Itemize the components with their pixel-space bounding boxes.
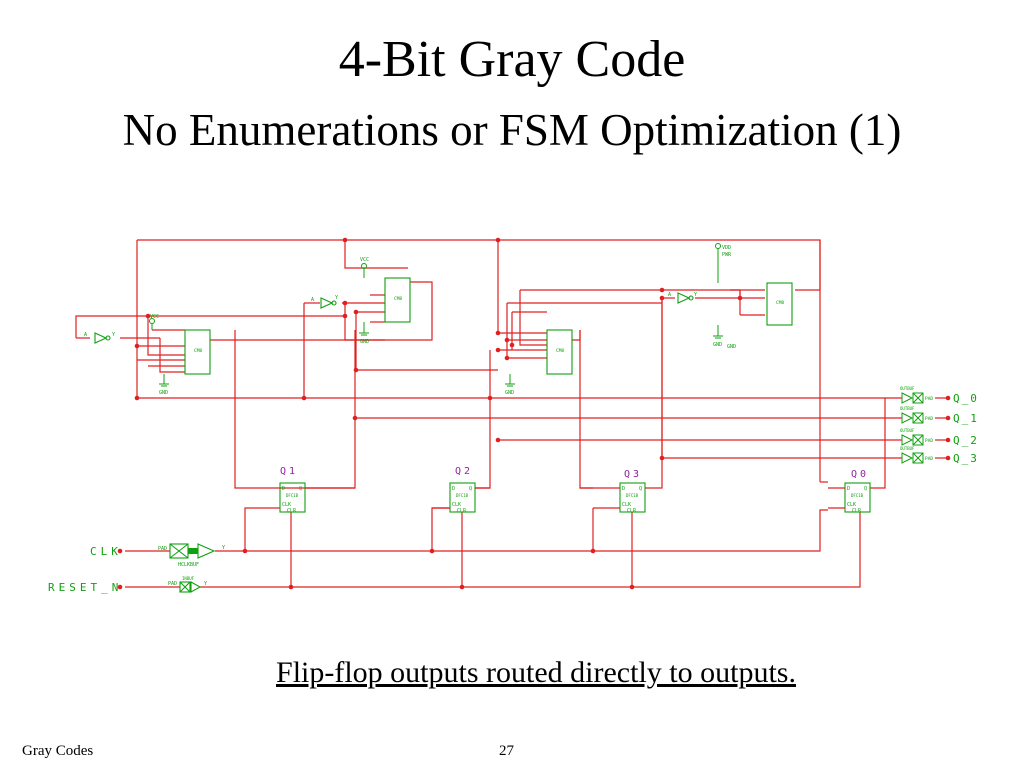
- gnd-label: GND: [713, 342, 722, 348]
- vcc-label: VCC: [150, 314, 159, 320]
- ff-clr-pin: CLR: [457, 508, 467, 514]
- gnd-label: GND: [159, 390, 168, 396]
- outbuf-label: OUTBUF: [900, 386, 915, 391]
- inverter-3: A Y: [668, 292, 697, 304]
- ff-clr-pin: CLR: [852, 508, 862, 514]
- gnd-label-2: GND: [727, 344, 736, 350]
- reset-input: RESET_N PAD INBUF Y: [48, 576, 207, 594]
- inverter-out-label: Y: [694, 292, 697, 298]
- reset-pad-label: PAD: [168, 581, 177, 587]
- clk-input: CLK PAD HCLKBUF Y: [90, 543, 225, 568]
- mux-label: CM8: [194, 348, 202, 354]
- inverter-in-label: A: [84, 332, 87, 338]
- vdd-label: VDD: [722, 245, 731, 251]
- ff-d-pin: D: [452, 486, 455, 492]
- ff-d-pin: D: [622, 486, 625, 492]
- inverter-2: A Y: [311, 295, 338, 309]
- mux-block-1: CM8: [184, 329, 211, 375]
- clk-label: CLK: [90, 545, 122, 558]
- output-label: Q_0: [953, 392, 979, 405]
- ff-clr-pin: CLR: [627, 508, 637, 514]
- inverter-out-label: Y: [112, 332, 115, 338]
- ff-q-pin: Q: [639, 486, 642, 492]
- ff-instance-label: Q1: [280, 466, 298, 477]
- flipflop-q0: Q0 DFC1B D Q CLK CLR: [844, 469, 871, 514]
- output-q2: OUTBUF PAD Q_2: [900, 428, 979, 447]
- mux-block-3: CM8: [546, 329, 573, 375]
- mux-label: CM8: [776, 300, 784, 306]
- ff-clk-pin: CLK: [452, 502, 461, 508]
- wire-junctions: [117, 237, 951, 590]
- reset-buffer-out: Y: [204, 581, 207, 587]
- vcc-symbol-2: VCC: [360, 257, 369, 278]
- output-label: Q_2: [953, 434, 979, 447]
- output-label: Q_3: [953, 452, 979, 465]
- pwr-label: PWR: [722, 252, 732, 258]
- vcc-symbol-1: VCC: [149, 314, 159, 330]
- mux-label: CM8: [556, 348, 564, 354]
- outbuf-label: OUTBUF: [900, 446, 915, 451]
- slide-subtitle: No Enumerations or FSM Optimization (1): [122, 105, 902, 155]
- outpad-label: PAD: [925, 396, 933, 402]
- wires: [75, 239, 948, 588]
- ff-type-label: DFC1B: [851, 493, 864, 498]
- reset-buffer-label: INBUF: [182, 576, 195, 581]
- gnd-symbol-3: GND: [505, 374, 515, 396]
- outpad-label: PAD: [925, 416, 933, 422]
- output-q1: OUTBUF PAD Q_1: [900, 406, 979, 425]
- ff-type-label: DFC1B: [626, 493, 639, 498]
- output-q3: OUTBUF PAD Q_3: [900, 446, 979, 465]
- ff-clk-pin: CLK: [622, 502, 631, 508]
- mux-label: CM8: [394, 296, 402, 302]
- slide-title: 4-Bit Gray Code: [338, 31, 686, 88]
- outbuf-label: OUTBUF: [900, 406, 915, 411]
- page-number: 27: [499, 743, 514, 759]
- flipflop-q2: Q2 DFC1B D Q CLK CLR: [449, 466, 476, 514]
- gnd-label: GND: [360, 339, 369, 345]
- ff-q-pin: Q: [469, 486, 472, 492]
- output-q0: OUTBUF PAD Q_0: [900, 386, 979, 405]
- flipflop-q1: Q1 DFC1B D Q CLK CLR: [279, 466, 306, 514]
- ff-clk-pin: CLK: [282, 502, 291, 508]
- inverter-in-label: A: [668, 292, 671, 298]
- ff-clk-pin: CLK: [847, 502, 856, 508]
- gnd-symbol-1: GND: [159, 374, 169, 396]
- ff-type-label: DFC1B: [456, 493, 469, 498]
- inverter-out-label: Y: [335, 295, 338, 301]
- ff-q-pin: Q: [299, 486, 302, 492]
- ff-d-pin: D: [282, 486, 285, 492]
- outpad-label: PAD: [925, 438, 933, 444]
- ff-instance-label: Q3: [624, 469, 642, 480]
- outpad-label: PAD: [925, 456, 933, 462]
- clk-buffer-out: Y: [222, 545, 225, 551]
- footer-text: Gray Codes: [22, 743, 94, 759]
- ff-type-label: DFC1B: [286, 493, 299, 498]
- ff-q-pin: Q: [864, 486, 867, 492]
- mux-block-4: CM8: [766, 282, 793, 326]
- gnd-label: GND: [505, 390, 514, 396]
- ff-instance-label: Q2: [455, 466, 473, 477]
- inverter-1: A Y: [84, 332, 115, 344]
- ff-d-pin: D: [847, 486, 850, 492]
- gnd-symbol-4: GND GND: [713, 325, 736, 350]
- reset-label: RESET_N: [48, 581, 122, 594]
- vdd-symbol: VDD PWR: [715, 243, 732, 283]
- gnd-symbol-2: GND: [359, 322, 369, 345]
- clk-buffer-label: HCLKBUF: [178, 562, 199, 568]
- clk-pad-label: PAD: [158, 546, 167, 552]
- inverter-in-label: A: [311, 297, 314, 303]
- flipflop-q3: Q3 DFC1B D Q CLK CLR: [619, 469, 646, 514]
- outbuf-label: OUTBUF: [900, 428, 915, 433]
- vcc-label: VCC: [360, 257, 369, 263]
- output-label: Q_1: [953, 412, 979, 425]
- ff-instance-label: Q0: [851, 469, 869, 480]
- ff-clr-pin: CLR: [287, 508, 297, 514]
- slide-caption: Flip-flop outputs routed directly to out…: [276, 656, 796, 689]
- mux-block-2: CM8: [384, 277, 411, 323]
